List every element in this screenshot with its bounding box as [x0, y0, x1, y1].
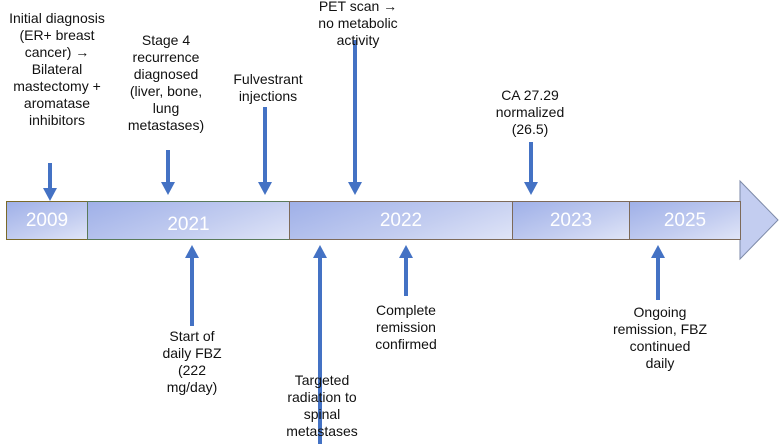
event-line: spinal: [303, 406, 341, 422]
year-segment-2009: 2009: [6, 201, 88, 240]
event-line: daily: [645, 355, 675, 371]
event-fbz-start: Start of daily FBZ (222 mg/day): [162, 328, 221, 396]
event-line: (222: [177, 362, 207, 378]
event-line: lung: [152, 100, 180, 116]
timeline-arrowhead: [739, 179, 779, 261]
event-line: remission: [376, 319, 436, 335]
event-line: aromatase: [23, 95, 91, 111]
event-fulvestrant: Fulvestrant injections: [233, 71, 302, 105]
event-line: no metabolic: [318, 15, 398, 31]
event-line: recurrence: [132, 49, 200, 65]
event-line: radiation to: [287, 389, 357, 405]
event-pet-scan: PET scan → no metabolic activity: [318, 0, 397, 49]
event-line: Targeted: [294, 372, 350, 388]
event-line: CA 27.29: [501, 87, 559, 103]
event-ongoing-remission: Ongoing remission, FBZ continued daily: [613, 304, 707, 372]
event-line: (26.5): [511, 121, 549, 137]
event-line: injections: [238, 88, 298, 104]
event-line: metastases): [127, 117, 205, 133]
event-line: Fulvestrant: [233, 71, 303, 87]
event-line: (liver, bone,: [129, 83, 203, 99]
event-line: Ongoing: [633, 304, 687, 320]
event-line: Bilateral: [31, 61, 83, 77]
event-line: Stage 4: [141, 32, 191, 48]
event-line: confirmed: [375, 336, 437, 352]
event-line: diagnosed: [133, 66, 199, 82]
event-line: cancer) →: [24, 44, 90, 60]
event-line: mastectomy +: [13, 78, 101, 94]
event-line: activity: [336, 32, 380, 48]
year-segment-2021: 2021: [87, 201, 290, 240]
event-line: daily FBZ: [162, 345, 222, 361]
event-line: normalized: [495, 104, 565, 120]
event-line: (ER+ breast: [19, 27, 95, 43]
event-line: Initial diagnosis: [9, 10, 105, 26]
year-segment-2022: 2022: [289, 201, 513, 240]
event-line: continued: [629, 338, 691, 354]
event-stage4-recurrence: Stage 4 recurrence diagnosed (liver, bon…: [128, 32, 204, 134]
event-radiation: Targeted radiation to spinal metastases: [286, 372, 358, 440]
event-line: Complete: [376, 302, 436, 318]
event-line: PET scan →: [318, 0, 398, 14]
event-line: inhibitors: [28, 112, 86, 128]
event-initial-diagnosis: Initial diagnosis (ER+ breast cancer) → …: [9, 10, 105, 129]
year-segment-2023: 2023: [512, 201, 630, 240]
event-ca2729: CA 27.29 normalized (26.5): [496, 87, 564, 138]
event-line: metastases: [286, 423, 358, 439]
event-line: mg/day): [166, 379, 218, 395]
event-line: Start of: [169, 328, 215, 344]
year-segment-2025: 2025: [629, 201, 741, 240]
event-line: remission, FBZ: [612, 321, 708, 337]
event-complete-remission: Complete remission confirmed: [375, 302, 436, 353]
